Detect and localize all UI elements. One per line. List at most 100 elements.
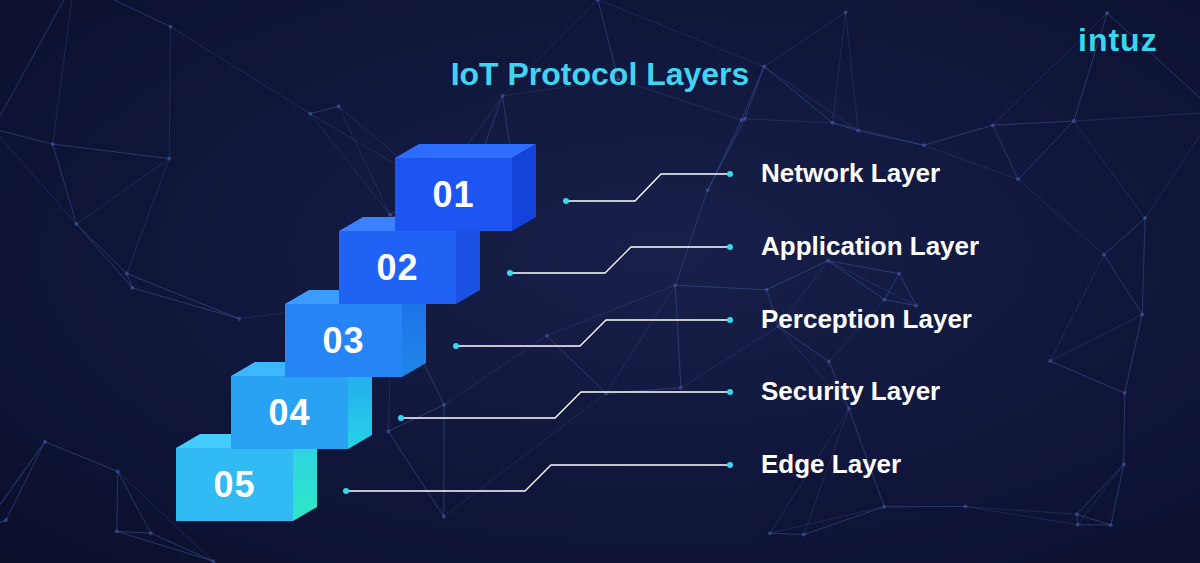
network-line — [76, 159, 169, 224]
network-line — [310, 106, 338, 113]
network-line — [45, 442, 118, 472]
network-dot — [116, 470, 120, 474]
network-dot — [168, 25, 172, 29]
network-line — [767, 261, 828, 290]
network-line — [74, 0, 170, 27]
network-line — [1125, 314, 1142, 393]
network-line — [74, 0, 170, 27]
network-line — [1077, 464, 1124, 514]
leader-dot — [563, 198, 569, 204]
leader-line — [401, 392, 730, 418]
network-line — [132, 288, 239, 319]
network-line — [924, 125, 993, 145]
network-line — [1050, 314, 1142, 361]
network-line — [1104, 218, 1145, 255]
network-line — [828, 261, 916, 306]
network-line — [0, 442, 45, 528]
network-line — [6, 442, 45, 520]
network-line — [53, 144, 169, 158]
layer-number: 04 — [231, 376, 348, 449]
network-dot — [1143, 216, 1147, 220]
network-dot — [167, 157, 171, 161]
layer-label: Security Layer — [761, 376, 940, 407]
network-dot — [1076, 523, 1080, 527]
network-dot — [386, 429, 390, 433]
network-line — [675, 190, 708, 285]
cube-front — [285, 304, 402, 377]
network-dot — [827, 360, 831, 364]
network-line — [132, 288, 239, 319]
network-line — [1104, 255, 1142, 315]
network-line — [170, 27, 310, 114]
network-line — [127, 159, 169, 274]
network-line — [764, 67, 858, 131]
network-line — [76, 224, 132, 288]
network-dot — [856, 129, 860, 133]
network-dot — [74, 222, 78, 226]
network-dot — [1048, 359, 1052, 363]
leader-dot — [398, 415, 404, 421]
cube-front — [395, 158, 512, 231]
network-line — [833, 123, 924, 145]
network-dot — [237, 317, 241, 321]
network-dot — [847, 406, 851, 410]
network-line — [76, 224, 132, 288]
network-line — [0, 129, 53, 144]
layer-cube: 05 — [176, 448, 293, 521]
network-line — [53, 144, 77, 224]
network-line — [0, 442, 45, 528]
leader-dot — [453, 343, 459, 349]
network-dot — [963, 505, 967, 509]
network-dot — [1122, 462, 1126, 466]
network-dot — [802, 533, 806, 537]
network-line — [547, 285, 675, 335]
network-line — [1145, 112, 1200, 218]
network-line — [116, 472, 118, 532]
network-line — [846, 12, 859, 130]
network-line — [1078, 524, 1111, 525]
network-line — [675, 285, 766, 289]
network-line — [1104, 218, 1145, 255]
network-line — [6, 442, 45, 520]
diagram-title: IoT Protocol Layers — [0, 56, 1200, 93]
cube-front — [176, 448, 293, 521]
network-dot — [337, 104, 341, 108]
network-line — [993, 121, 1074, 125]
leader-dot — [727, 171, 733, 177]
network-line — [764, 12, 845, 66]
network-line — [828, 261, 884, 300]
leader-dot — [507, 270, 513, 276]
network-dot — [768, 531, 772, 535]
network-line — [828, 261, 884, 300]
network-line — [675, 285, 681, 387]
network-line — [764, 67, 832, 123]
network-line — [1142, 218, 1145, 314]
network-dot — [1102, 253, 1106, 257]
network-line — [0, 520, 6, 532]
network-dot — [115, 529, 119, 533]
network-line — [828, 261, 899, 274]
layer-label: Network Layer — [761, 158, 940, 189]
network-dot — [125, 272, 129, 276]
network-dot — [43, 440, 47, 444]
network-line — [833, 123, 859, 131]
network-dot — [149, 531, 153, 535]
network-line — [76, 224, 126, 273]
network-line — [116, 472, 118, 532]
network-line — [899, 274, 916, 306]
network-line — [1125, 314, 1142, 393]
network-dot — [130, 286, 134, 290]
network-dot — [1109, 523, 1113, 527]
network-line — [444, 393, 606, 516]
network-line — [127, 274, 239, 319]
layer-cube: 02 — [339, 231, 456, 304]
network-line — [117, 531, 214, 561]
network-line — [1050, 255, 1104, 361]
network-line — [53, 144, 77, 224]
network-line — [606, 285, 675, 393]
network-line — [884, 274, 899, 300]
network-line — [675, 285, 766, 289]
network-dot — [4, 518, 8, 522]
network-line — [884, 506, 965, 507]
network-dot — [1105, 11, 1109, 15]
